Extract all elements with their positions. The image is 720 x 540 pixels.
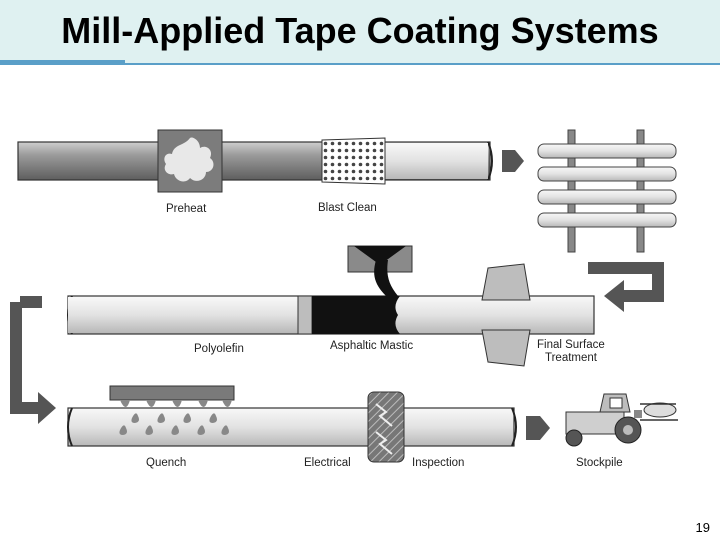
title-underline-accent bbox=[0, 60, 125, 63]
forklift-icon bbox=[565, 393, 678, 447]
label-preheat: Preheat bbox=[166, 203, 207, 215]
pipe-row-2 bbox=[67, 295, 595, 335]
return-arrow-right bbox=[588, 262, 664, 312]
return-arrow-left bbox=[10, 296, 56, 424]
label-stockpile: Stockpile bbox=[576, 457, 623, 469]
label-quench: Quench bbox=[146, 457, 186, 469]
flow-arrow-2 bbox=[526, 416, 550, 440]
pipe-row-3 bbox=[67, 407, 517, 447]
title-underline bbox=[0, 63, 720, 65]
pipe-row-1 bbox=[17, 141, 493, 181]
flow-arrow-1 bbox=[502, 150, 524, 172]
label-electrical: Electrical bbox=[304, 457, 351, 469]
label-polyolefin: Polyolefin bbox=[194, 343, 244, 355]
preheat-station bbox=[157, 129, 223, 193]
title-band bbox=[0, 0, 720, 63]
flame-icon bbox=[164, 137, 214, 182]
label-final-surface: Final Surface bbox=[537, 339, 605, 351]
final-surface-station bbox=[481, 263, 531, 367]
slide-title: Mill-Applied Tape Coating Systems bbox=[61, 10, 659, 51]
pipe-rack-icon bbox=[537, 129, 677, 253]
mastic-applicator bbox=[347, 245, 413, 296]
page-number: 19 bbox=[695, 520, 710, 535]
label-blast-clean: Blast Clean bbox=[318, 202, 377, 214]
electrical-inspection-station bbox=[367, 391, 405, 463]
blast-clean-station bbox=[321, 137, 386, 185]
label-asphaltic-mastic: Asphaltic Mastic bbox=[330, 340, 413, 352]
quench-station bbox=[109, 385, 235, 435]
label-treatment: Treatment bbox=[545, 352, 598, 364]
label-inspection: Inspection bbox=[412, 457, 464, 469]
